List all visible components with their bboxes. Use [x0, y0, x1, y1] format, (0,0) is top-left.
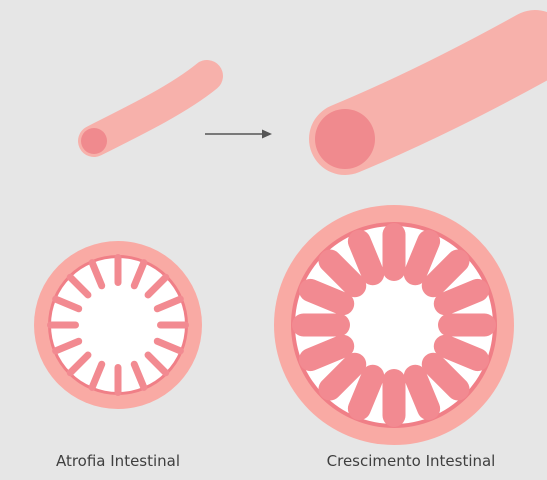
- grown-villus: [383, 369, 406, 427]
- growth-caption: Crescimento Intestinal: [327, 452, 496, 470]
- grown-intestine-tube: [315, 46, 535, 169]
- atrophied-tube-opening: [81, 128, 107, 154]
- atrophied-tube-body: [94, 76, 207, 141]
- grown-cross-section: [274, 205, 514, 445]
- atrophy-caption: Atrofia Intestinal: [56, 452, 180, 470]
- atrophied-intestine-tube: [81, 76, 207, 154]
- growth-arrow-head: [262, 130, 272, 139]
- atrophied-villus: [47, 322, 79, 329]
- atrophied-cross-section: [34, 241, 202, 409]
- grown-tube-opening: [315, 109, 375, 169]
- atrophied-villus: [157, 322, 189, 329]
- atrophied-villus: [115, 364, 122, 396]
- growth-arrow: [205, 130, 272, 139]
- grown-villus: [438, 314, 496, 337]
- atrophied-villus: [115, 254, 122, 286]
- grown-villus: [383, 223, 406, 281]
- grown-tube-body: [345, 46, 535, 139]
- grown-villus: [292, 314, 350, 337]
